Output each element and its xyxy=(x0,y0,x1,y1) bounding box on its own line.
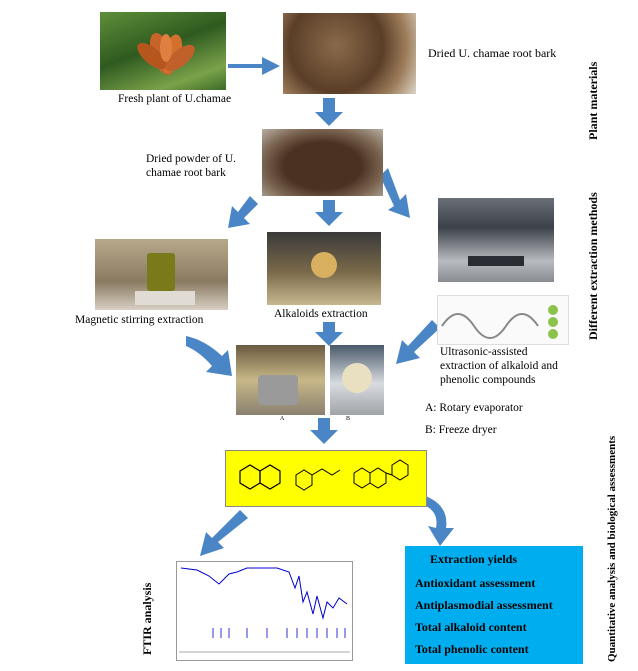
ftir-spectrum xyxy=(176,561,353,661)
magnetic-stirring-photo xyxy=(95,239,228,310)
ftir-trace xyxy=(180,567,348,620)
arrow-structures-to-results xyxy=(412,492,454,546)
chemical-structures-box xyxy=(225,450,427,507)
side-label-ftir: FTIR analysis xyxy=(140,582,154,655)
arrow-structures-to-ftir xyxy=(200,510,248,556)
ultrasonic-diagram xyxy=(437,295,569,345)
arrow-ultrasonic-to-evaporator xyxy=(396,320,440,364)
arrow-fresh-to-dried xyxy=(228,57,280,75)
arrow-powder-to-magnetic xyxy=(228,196,258,228)
arrow-powder-to-ultrasonic xyxy=(380,168,410,218)
results-box: Extraction yields Antioxidant assessment… xyxy=(405,546,583,664)
ultrasonic-label-1: Ultrasonic-assisted xyxy=(440,346,528,358)
alkaloids-extraction-label: Alkaloids extraction xyxy=(274,308,368,320)
results-item-2: Antiplasmodial assessment xyxy=(415,598,553,612)
freeze-dryer-photo xyxy=(330,345,384,415)
arrow-powder-to-alkaloids xyxy=(315,200,343,226)
dried-powder-label-2: chamae root bark xyxy=(146,167,226,179)
cinnamic-structure xyxy=(295,468,341,491)
arrow-alkaloids-to-evaporator xyxy=(315,322,343,346)
results-item-4: Total phenolic content xyxy=(415,642,529,656)
side-label-quantitative: Quantitative analysis and biological ass… xyxy=(606,435,618,662)
arrow-dried-to-powder xyxy=(315,98,343,126)
results-item-1: Antioxidant assessment xyxy=(415,576,536,590)
ultrasonic-bath-photo xyxy=(438,198,554,282)
freeze-dryer-label: B: Freeze dryer xyxy=(425,424,497,436)
flavonoid-structure xyxy=(353,459,409,489)
fresh-plant-label: Fresh plant of U.chamae xyxy=(118,93,232,105)
side-label-extraction-methods: Different extraction methods xyxy=(586,192,600,340)
arrow-magnetic-to-evaporator xyxy=(186,336,232,376)
side-label-plant-materials: Plant materials xyxy=(586,61,600,140)
photo-b-label: B xyxy=(346,416,351,422)
fresh-plant-photo xyxy=(100,12,226,90)
arrow-evaporator-to-structures xyxy=(310,418,338,444)
dried-powder-photo xyxy=(262,129,383,196)
dried-root-bark-label: Dried U. chamae root bark xyxy=(428,46,557,60)
rotary-evaporator-photo xyxy=(236,345,325,415)
photo-a-label: A xyxy=(280,416,285,422)
dried-powder-label-1: Dried powder of U. xyxy=(146,153,237,165)
ultrasonic-label-3: phenolic compounds xyxy=(440,374,536,386)
magnetic-stirring-label: Magnetic stirring extraction xyxy=(75,314,204,326)
quinoline-structure xyxy=(239,464,281,490)
rotary-evaporator-label: A: Rotary evaporator xyxy=(425,402,523,414)
alkaloids-extraction-photo xyxy=(267,232,381,305)
ultrasonic-label-2: extraction of alkaloid and xyxy=(440,360,558,372)
results-item-3: Total alkaloid content xyxy=(415,620,527,634)
dried-root-bark-photo xyxy=(283,13,416,94)
results-title: Extraction yields xyxy=(430,552,517,566)
